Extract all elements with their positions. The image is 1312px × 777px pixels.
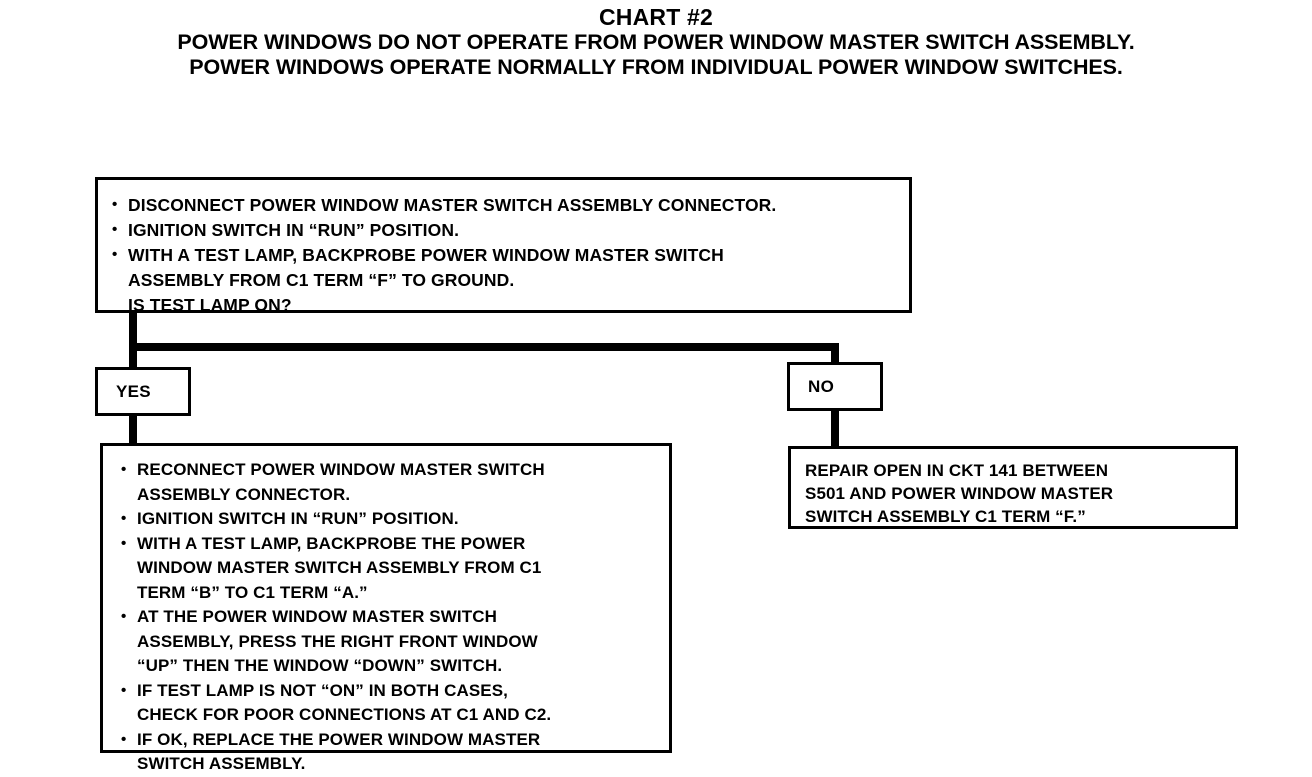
bullet-line: IF TEST LAMP IS NOT “ON” IN BOTH CASES, — [137, 680, 508, 700]
list-item: DISCONNECT POWER WINDOW MASTER SWITCH AS… — [112, 193, 901, 218]
bullet-line: CHECK FOR POOR CONNECTIONS AT C1 AND C2. — [137, 705, 552, 724]
result-line: SWITCH ASSEMBLY C1 TERM “F.” — [805, 507, 1086, 526]
connector-to-no-label — [831, 343, 839, 364]
chart-header: CHART #2 POWER WINDOWS DO NOT OPERATE FR… — [0, 4, 1312, 80]
list-item: IGNITION SWITCH IN “RUN” POSITION. — [121, 507, 661, 532]
bullet-line: “UP” THEN THE WINDOW “DOWN” SWITCH. — [137, 656, 503, 675]
list-item: AT THE POWER WINDOW MASTER SWITCH ASSEMB… — [121, 605, 661, 679]
connector-no-to-result — [831, 409, 839, 448]
list-item: RECONNECT POWER WINDOW MASTER SWITCH ASS… — [121, 458, 661, 507]
connector-top-stem — [129, 313, 137, 351]
branch-no-label: NO — [808, 376, 835, 396]
no-result-box: REPAIR OPEN IN CKT 141 BETWEEN S501 AND … — [788, 446, 1238, 529]
list-item: IGNITION SWITCH IN “RUN” POSITION. — [112, 218, 901, 243]
bullet-line: WINDOW MASTER SWITCH ASSEMBLY FROM C1 — [137, 558, 542, 577]
no-result-text: REPAIR OPEN IN CKT 141 BETWEEN S501 AND … — [805, 459, 1229, 528]
chart-subtitle-line-1: POWER WINDOWS DO NOT OPERATE FROM POWER … — [177, 30, 1135, 54]
list-item: WITH A TEST LAMP, BACKPROBE THE POWER WI… — [121, 532, 661, 606]
test-condition-box: DISCONNECT POWER WINDOW MASTER SWITCH AS… — [95, 177, 912, 315]
connector-branch-bar — [129, 343, 839, 351]
branch-yes-label: YES — [116, 381, 151, 401]
bullet-line: ASSEMBLY, PRESS THE RIGHT FRONT WINDOW — [137, 631, 538, 651]
yes-result-list: RECONNECT POWER WINDOW MASTER SWITCH ASS… — [121, 458, 661, 777]
bullet-line: IGNITION SWITCH IN “RUN” POSITION. — [137, 509, 459, 528]
branch-no-box: NO — [787, 362, 883, 411]
chart-subtitle-line-2: POWER WINDOWS OPERATE NORMALLY FROM INDI… — [189, 55, 1123, 79]
bullet-line: IS TEST LAMP ON? — [128, 295, 292, 315]
bullet-line: TERM “B” TO C1 TERM “A.” — [137, 582, 368, 602]
result-line: S501 AND POWER WINDOW MASTER — [805, 484, 1114, 503]
bullet-line: SWITCH ASSEMBLY. — [137, 754, 306, 773]
bullet-line: ASSEMBLY FROM C1 TERM “F” TO GROUND. — [128, 270, 515, 290]
bullet-line: IGNITION SWITCH IN “RUN” POSITION. — [128, 220, 460, 240]
page-title: CHART #2 — [598, 4, 714, 30]
yes-result-box: RECONNECT POWER WINDOW MASTER SWITCH ASS… — [100, 443, 672, 773]
list-item: IF TEST LAMP IS NOT “ON” IN BOTH CASES, … — [121, 679, 661, 728]
bullet-line: IF OK, REPLACE THE POWER WINDOW MASTER — [137, 729, 541, 749]
bullet-line: DISCONNECT POWER WINDOW MASTER SWITCH AS… — [128, 195, 777, 215]
result-line: REPAIR OPEN IN CKT 141 BETWEEN — [805, 461, 1109, 480]
connector-yes-to-result — [129, 414, 137, 445]
bullet-line: AT THE POWER WINDOW MASTER SWITCH — [137, 607, 497, 626]
connector-to-yes-label — [129, 343, 137, 369]
bullet-line: ASSEMBLY CONNECTOR. — [137, 484, 351, 504]
bullet-line: WITH A TEST LAMP, BACKPROBE THE POWER — [137, 533, 526, 553]
bullet-line: RECONNECT POWER WINDOW MASTER SWITCH — [137, 460, 545, 479]
list-item: WITH A TEST LAMP, BACKPROBE POWER WINDOW… — [112, 243, 901, 318]
list-item: IF OK, REPLACE THE POWER WINDOW MASTER S… — [121, 728, 661, 777]
bullet-line: WITH A TEST LAMP, BACKPROBE POWER WINDOW… — [128, 245, 724, 265]
test-condition-list: DISCONNECT POWER WINDOW MASTER SWITCH AS… — [112, 193, 901, 318]
branch-yes-box: YES — [95, 367, 191, 416]
